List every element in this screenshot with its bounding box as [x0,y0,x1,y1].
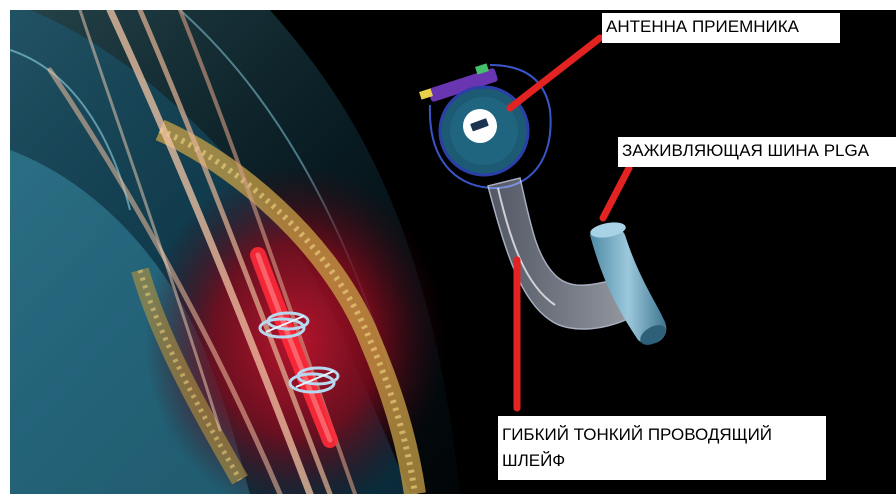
pointer-receiver [510,38,600,108]
label-healing-plga: ЗАЖИВЛЯЮЩАЯ ШИНА PLGA [618,137,896,167]
label-flexible-cable-line1: ГИБКИЙ ТОНКИЙ ПРОВОДЯЩИЙ [502,422,822,448]
pointer-plga [603,168,629,218]
label-flexible-cable: ГИБКИЙ ТОНКИЙ ПРОВОДЯЩИЙ ШЛЕЙФ [498,416,826,480]
receiver-antenna-device [419,63,551,188]
label-receiver-antenna: АНТЕННА ПРИЕМНИКА [602,13,840,43]
illustration-scene: АНТЕННА ПРИЕМНИКА ЗАЖИВЛЯЮЩАЯ ШИНА PLGA … [10,10,896,494]
label-flexible-cable-line2: ШЛЕЙФ [502,448,822,474]
